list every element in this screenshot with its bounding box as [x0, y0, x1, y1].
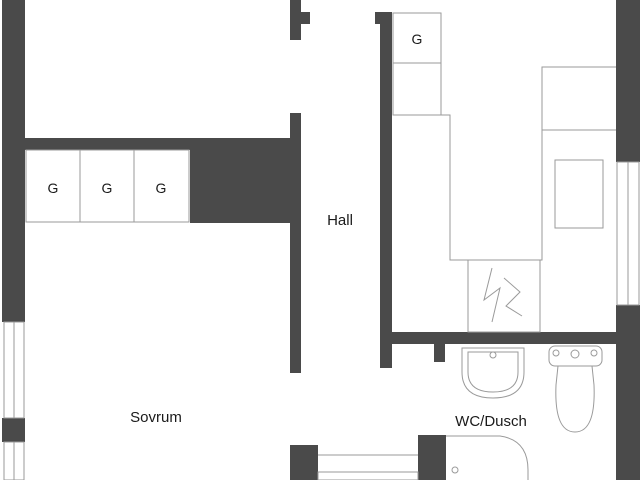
wardrobe-1-label: G — [48, 180, 59, 196]
room-label-sovrum: Sovrum — [130, 409, 182, 426]
stove — [467, 259, 541, 333]
kitchen — [392, 62, 616, 333]
toilet-bowl — [555, 365, 595, 433]
wall-hall-left-top-tab — [290, 12, 310, 24]
wall-wc-top-stub — [434, 344, 445, 362]
room-label-wc: WC/Dusch — [455, 413, 527, 430]
wardrobe-4 — [392, 12, 442, 64]
wall-kitchen-left-tab — [375, 12, 392, 24]
shower — [446, 435, 529, 480]
wardrobe-2-label: G — [102, 180, 113, 196]
sink — [461, 347, 525, 399]
wall-left-mid — [2, 418, 25, 442]
hob — [554, 159, 604, 229]
wall-kitchen-bottom — [392, 332, 640, 344]
windows — [3, 161, 640, 480]
closet-block — [190, 138, 301, 223]
cabinet-tall — [392, 62, 442, 116]
wall-right-upper — [616, 0, 640, 162]
wardrobe-3-label: G — [156, 180, 167, 196]
wardrobe-4-label: G — [412, 31, 423, 47]
wall-right-lower — [616, 305, 640, 480]
upper-cabinet — [541, 66, 616, 130]
wall-hall-left — [290, 113, 301, 373]
wardrobe-1 — [25, 149, 81, 223]
wall-wc-left-bottom — [418, 435, 446, 480]
wall-hall-left-bottom — [290, 445, 318, 480]
window-bottom — [317, 471, 419, 480]
wardrobe-3 — [133, 149, 190, 223]
room-label-hall: Hall — [327, 212, 353, 229]
wall-kitchen-left — [380, 18, 392, 368]
wardrobes: G G G G — [25, 12, 442, 223]
electric-symbol — [483, 267, 523, 323]
bathroom — [446, 345, 603, 480]
wall-left-upper — [2, 0, 25, 322]
